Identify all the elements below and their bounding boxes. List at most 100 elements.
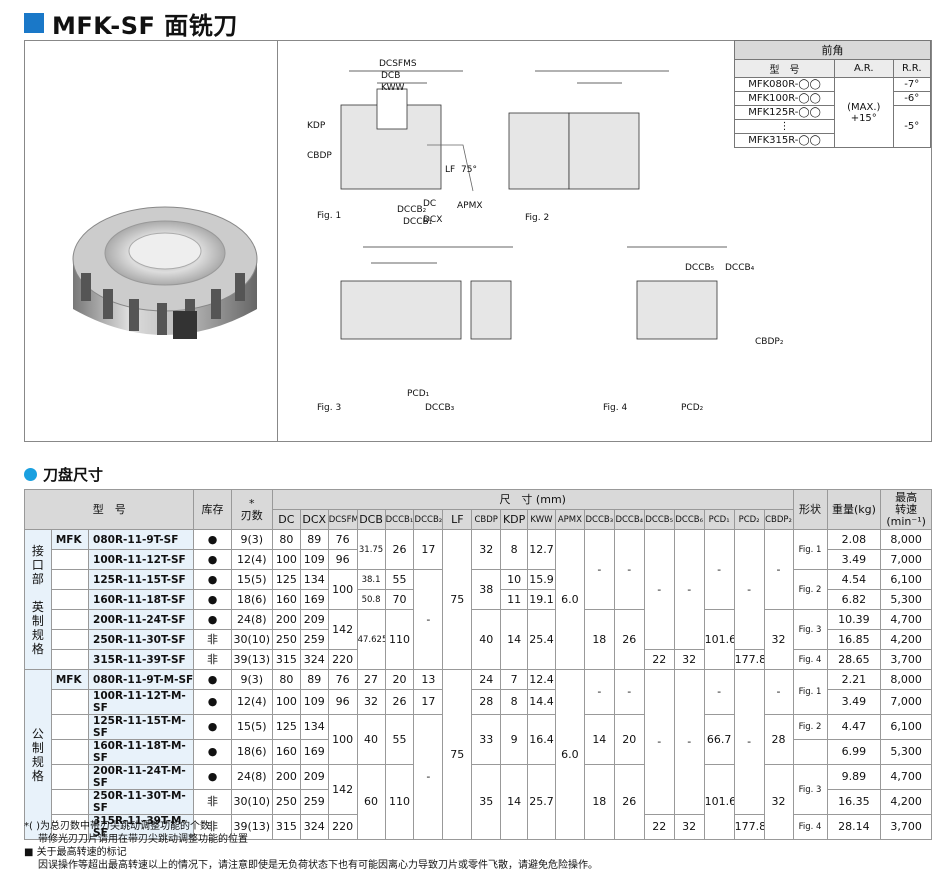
table-cell: 32 <box>673 649 705 670</box>
table-cell: 13 <box>413 669 444 690</box>
table-cell: 109 <box>299 549 329 570</box>
table-cell: 200 <box>271 764 301 790</box>
table-cell <box>50 814 90 840</box>
model-cell: 250R-11-30T-M-SF <box>88 789 195 815</box>
mfk-label: MFK <box>50 529 90 550</box>
table-cell: 38 <box>471 569 502 610</box>
table-cell: 22 <box>643 814 675 840</box>
table-cell: 96 <box>327 689 358 715</box>
table-cell: 6.0 <box>554 529 585 670</box>
table-cell: 4,700 <box>880 609 932 630</box>
table-cell: 9.89 <box>826 764 882 790</box>
table-cell: 89 <box>299 529 329 550</box>
table-cell: 14.4 <box>527 689 556 715</box>
col-lf: LF <box>442 509 473 530</box>
col-cbdp2: CBDP₂ <box>763 509 794 530</box>
table-cell: 10.39 <box>826 609 882 630</box>
table-cell: 26 <box>613 764 645 840</box>
table-cell: 39(13) <box>230 649 273 670</box>
rake-col-model: 型 号 <box>734 59 835 78</box>
table-cell: 220 <box>327 814 358 840</box>
fig1-label: Fig. 1 <box>317 211 342 221</box>
table-cell: 89 <box>299 669 329 690</box>
table-cell: 16.85 <box>826 629 882 650</box>
table-cell: 3,700 <box>880 814 932 840</box>
table-cell: 14 <box>500 609 529 670</box>
dim-dccb3: DCCB₃ <box>425 403 455 413</box>
table-cell: 10 <box>500 569 529 590</box>
table-cell: 18(6) <box>230 739 273 765</box>
table-cell: 12.4 <box>527 669 556 690</box>
spec-table: 型 号 库存 *刃数 尺 寸 (mm) 形状 重量(kg) 最高转速(min⁻¹… <box>23 489 932 840</box>
dim-dcb: DCB <box>381 71 401 81</box>
table-cell: 55 <box>384 714 415 765</box>
table-cell: ● <box>193 589 232 610</box>
table-cell: - <box>673 529 705 650</box>
col-teeth: *刃数 <box>230 489 273 530</box>
table-cell: 169 <box>299 739 329 765</box>
table-cell <box>50 764 90 790</box>
table-cell: 16.35 <box>826 789 882 815</box>
table-cell: - <box>703 529 735 610</box>
col-cbdp: CBDP <box>471 509 502 530</box>
col-shape: 形状 <box>792 489 828 530</box>
table-cell: 109 <box>299 689 329 715</box>
col-dcx: DCX <box>299 509 329 530</box>
fig3-label: Fig. 3 <box>317 403 342 413</box>
table-cell: ● <box>193 689 232 715</box>
table-cell: 142 <box>327 609 358 650</box>
table-cell: Fig. 4 <box>792 814 828 840</box>
table-cell: ● <box>193 569 232 590</box>
table-cell: 28 <box>763 714 794 765</box>
dim-dccb4: DCCB₄ <box>725 263 755 273</box>
col-dccb4: DCCB₄ <box>613 509 645 530</box>
dim-kww: KWW <box>381 83 405 93</box>
table-cell: 169 <box>299 589 329 610</box>
mfk-label: MFK <box>50 669 90 690</box>
table-cell: 非 <box>193 814 232 840</box>
table-cell: 24 <box>471 669 502 690</box>
table-cell: 14 <box>583 714 615 765</box>
col-apmx: APMX <box>554 509 585 530</box>
table-cell: Fig. 4 <box>792 649 828 670</box>
table-cell: 8 <box>500 529 529 570</box>
table-cell: - <box>643 529 675 650</box>
section-title: 刀盘尺寸 <box>24 464 103 485</box>
col-stock: 库存 <box>193 489 232 530</box>
group1-label: 接口部英制规格 <box>24 529 52 670</box>
dim-apmx: APMX <box>457 201 483 211</box>
table-cell: - <box>763 529 794 610</box>
col-dccb5: DCCB₅ <box>643 509 675 530</box>
table-cell: 220 <box>327 649 358 670</box>
table-cell <box>50 714 90 740</box>
table-cell: 38.1 <box>356 569 386 590</box>
dim-dccb5: DCCB₅ <box>685 263 715 273</box>
table-cell: Fig. 2 <box>792 569 828 610</box>
table-cell: 9 <box>500 714 529 765</box>
col-dccb3: DCCB₃ <box>583 509 615 530</box>
table-cell: 110 <box>384 764 415 840</box>
table-cell: 110 <box>384 609 415 670</box>
table-cell <box>50 629 90 650</box>
table-cell: Fig. 1 <box>792 669 828 715</box>
col-pcd1: PCD₁ <box>703 509 735 530</box>
table-cell: 32 <box>763 764 794 840</box>
table-cell: 47.625 <box>356 609 386 670</box>
table-cell: 40 <box>471 609 502 670</box>
table-cell <box>50 739 90 765</box>
table-cell: - <box>763 669 794 715</box>
table-cell: 177.8 <box>733 814 765 840</box>
table-cell: 非 <box>193 789 232 815</box>
table-cell: 160 <box>271 739 301 765</box>
table-cell: 6,100 <box>880 569 932 590</box>
table-cell: 27 <box>356 669 386 690</box>
table-cell: 209 <box>299 764 329 790</box>
table-cell: 28.65 <box>826 649 882 670</box>
col-dcsfms: DCSFMS <box>327 509 358 530</box>
table-cell: 76 <box>327 669 358 690</box>
table-cell: - <box>733 529 765 650</box>
model-cell: 160R-11-18T-M-SF <box>88 739 195 765</box>
model-cell: 080R-11-9T-M-SF <box>88 669 195 690</box>
dim-dcx: DCX <box>423 215 443 225</box>
figure-panel: Fig. 1 Fig. 2 Fig. 3 Fig. 4 DCSFMS DCB K… <box>24 40 932 442</box>
